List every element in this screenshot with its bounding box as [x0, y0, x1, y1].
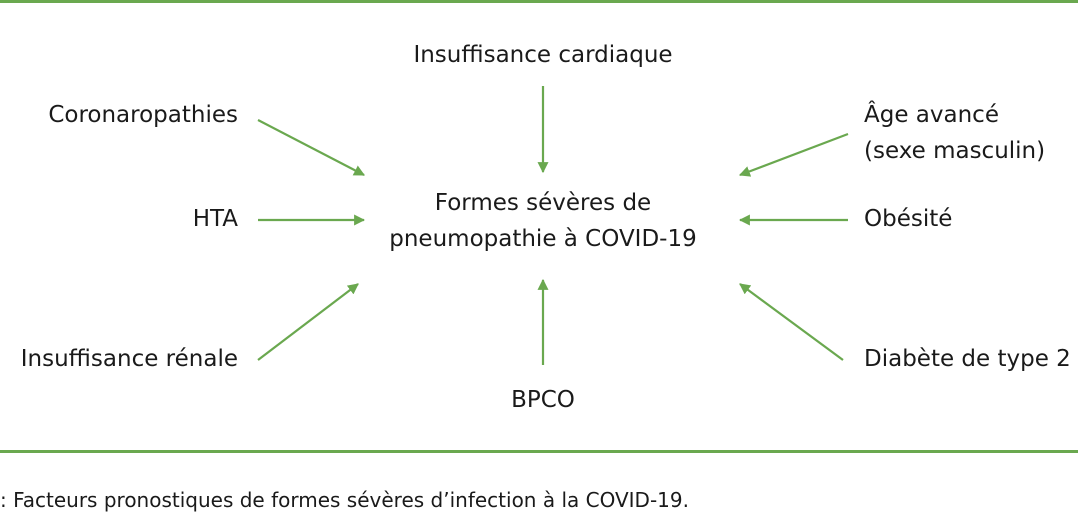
arrow-top-left: [257, 119, 365, 176]
arrow-top-right: [738, 132, 849, 177]
bottom-rule: [0, 450, 1078, 453]
center-node-line2: pneumopathie à COVID-19: [389, 226, 697, 252]
factor-mid-left: HTA: [192, 206, 238, 232]
factor-top: Insuffisance cardiaque: [413, 42, 673, 68]
factor-top-left: Coronaropathies: [48, 102, 238, 128]
factor-mid-right: Obésité: [864, 206, 953, 232]
factor-bottom-right: Diabète de type 2: [864, 346, 1071, 372]
figure-caption: : Facteurs pronostiques de formes sévère…: [0, 488, 689, 512]
center-node-line1: Formes sévères de: [434, 190, 652, 216]
arrow-bottom-right: [739, 283, 844, 361]
top-rule: [0, 0, 1078, 3]
factor-top-right-line1: Âge avancé: [864, 102, 999, 128]
factor-bottom: BPCO: [511, 387, 575, 413]
factor-bottom-left: Insuffisance rénale: [20, 346, 238, 372]
factor-top-right-line2: (sexe masculin): [864, 138, 1046, 164]
arrow-bottom-left: [257, 283, 359, 361]
